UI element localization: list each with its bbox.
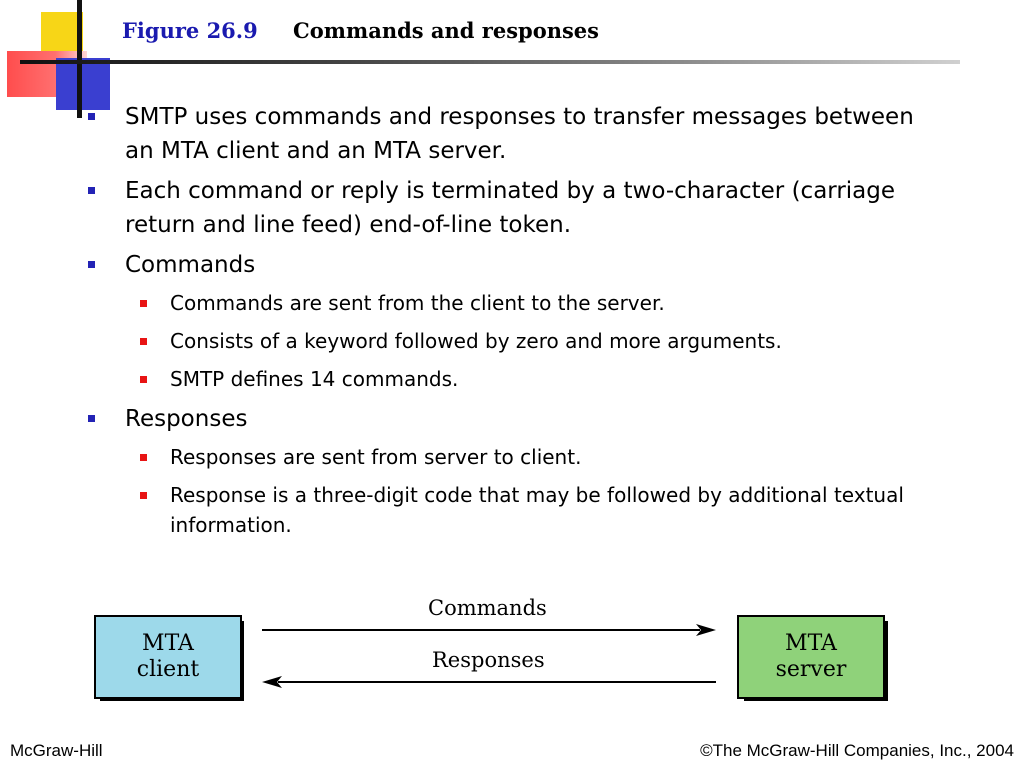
red-square-bullet-icon	[140, 338, 147, 345]
mta-server-line1: MTA	[785, 631, 837, 656]
blue-square-bullet-icon	[88, 415, 95, 422]
mta-client-line1: MTA	[142, 631, 194, 656]
commands-arrowhead-icon	[696, 624, 716, 636]
sub-bullet-item: Responses are sent from server to client…	[88, 442, 928, 472]
bullet-item: Commands	[88, 248, 928, 282]
sub-bullet-text: Response is a three-digit code that may …	[170, 483, 904, 537]
logo-yellow-block	[41, 12, 83, 58]
sub-bullet-text: SMTP defines 14 commands.	[170, 367, 459, 391]
red-square-bullet-icon	[140, 300, 147, 307]
commands-label: Commands	[428, 596, 547, 620]
mta-server-line2: server	[775, 657, 847, 682]
footer-publisher: McGraw-Hill	[10, 741, 103, 760]
blue-square-bullet-icon	[88, 187, 95, 194]
blue-square-bullet-icon	[88, 261, 95, 268]
mta-client-box: MTA client	[94, 615, 242, 699]
sub-bullet-text: Responses are sent from server to client…	[170, 445, 582, 469]
responses-label: Responses	[432, 648, 545, 672]
sub-bullet-item: Consists of a keyword followed by zero a…	[88, 326, 928, 356]
bullet-text: Responses	[125, 406, 248, 432]
title-underline	[20, 60, 960, 64]
sub-bullet-text: Commands are sent from the client to the…	[170, 291, 665, 315]
figure-number: Figure 26.9	[122, 18, 258, 43]
bullet-item: SMTP uses commands and responses to tran…	[88, 100, 928, 168]
bullet-text: Commands	[125, 252, 256, 278]
footer-copyright: ©The McGraw-Hill Companies, Inc., 2004	[700, 741, 1014, 760]
sub-bullet-item: SMTP defines 14 commands.	[88, 364, 928, 394]
sub-bullet-text: Consists of a keyword followed by zero a…	[170, 329, 782, 353]
responses-arrowhead-icon	[262, 676, 282, 688]
bullet-item: Responses	[88, 402, 928, 436]
figure-caption: Commands and responses	[293, 18, 599, 43]
diagram-arrows	[262, 624, 716, 688]
bullet-text: SMTP uses commands and responses to tran…	[125, 104, 914, 164]
bullet-text: Each command or reply is terminated by a…	[125, 178, 896, 238]
red-square-bullet-icon	[140, 454, 147, 461]
slide-title: Figure 26.9 Commands and responses	[122, 18, 599, 43]
logo-blue-block	[56, 58, 110, 110]
blue-square-bullet-icon	[88, 113, 95, 120]
sub-bullet-item: Response is a three-digit code that may …	[88, 480, 928, 540]
commands-responses-diagram: MTA client MTA server Commands Responses	[0, 590, 1024, 710]
red-square-bullet-icon	[140, 492, 147, 499]
mta-server-box: MTA server	[737, 615, 885, 699]
bullet-item: Each command or reply is terminated by a…	[88, 174, 928, 242]
sub-bullet-item: Commands are sent from the client to the…	[88, 288, 928, 318]
mta-client-line2: client	[136, 657, 200, 682]
bullet-list: SMTP uses commands and responses to tran…	[88, 100, 928, 548]
logo-vertical-line	[77, 0, 82, 118]
red-square-bullet-icon	[140, 376, 147, 383]
